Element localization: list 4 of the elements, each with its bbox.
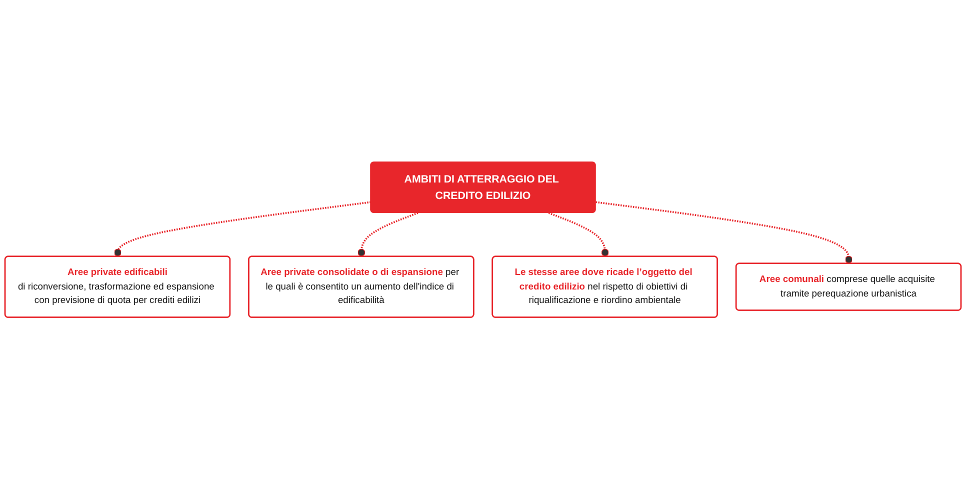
connector [596, 201, 853, 264]
connector [114, 201, 371, 257]
connector [358, 212, 418, 257]
connector [548, 212, 609, 257]
